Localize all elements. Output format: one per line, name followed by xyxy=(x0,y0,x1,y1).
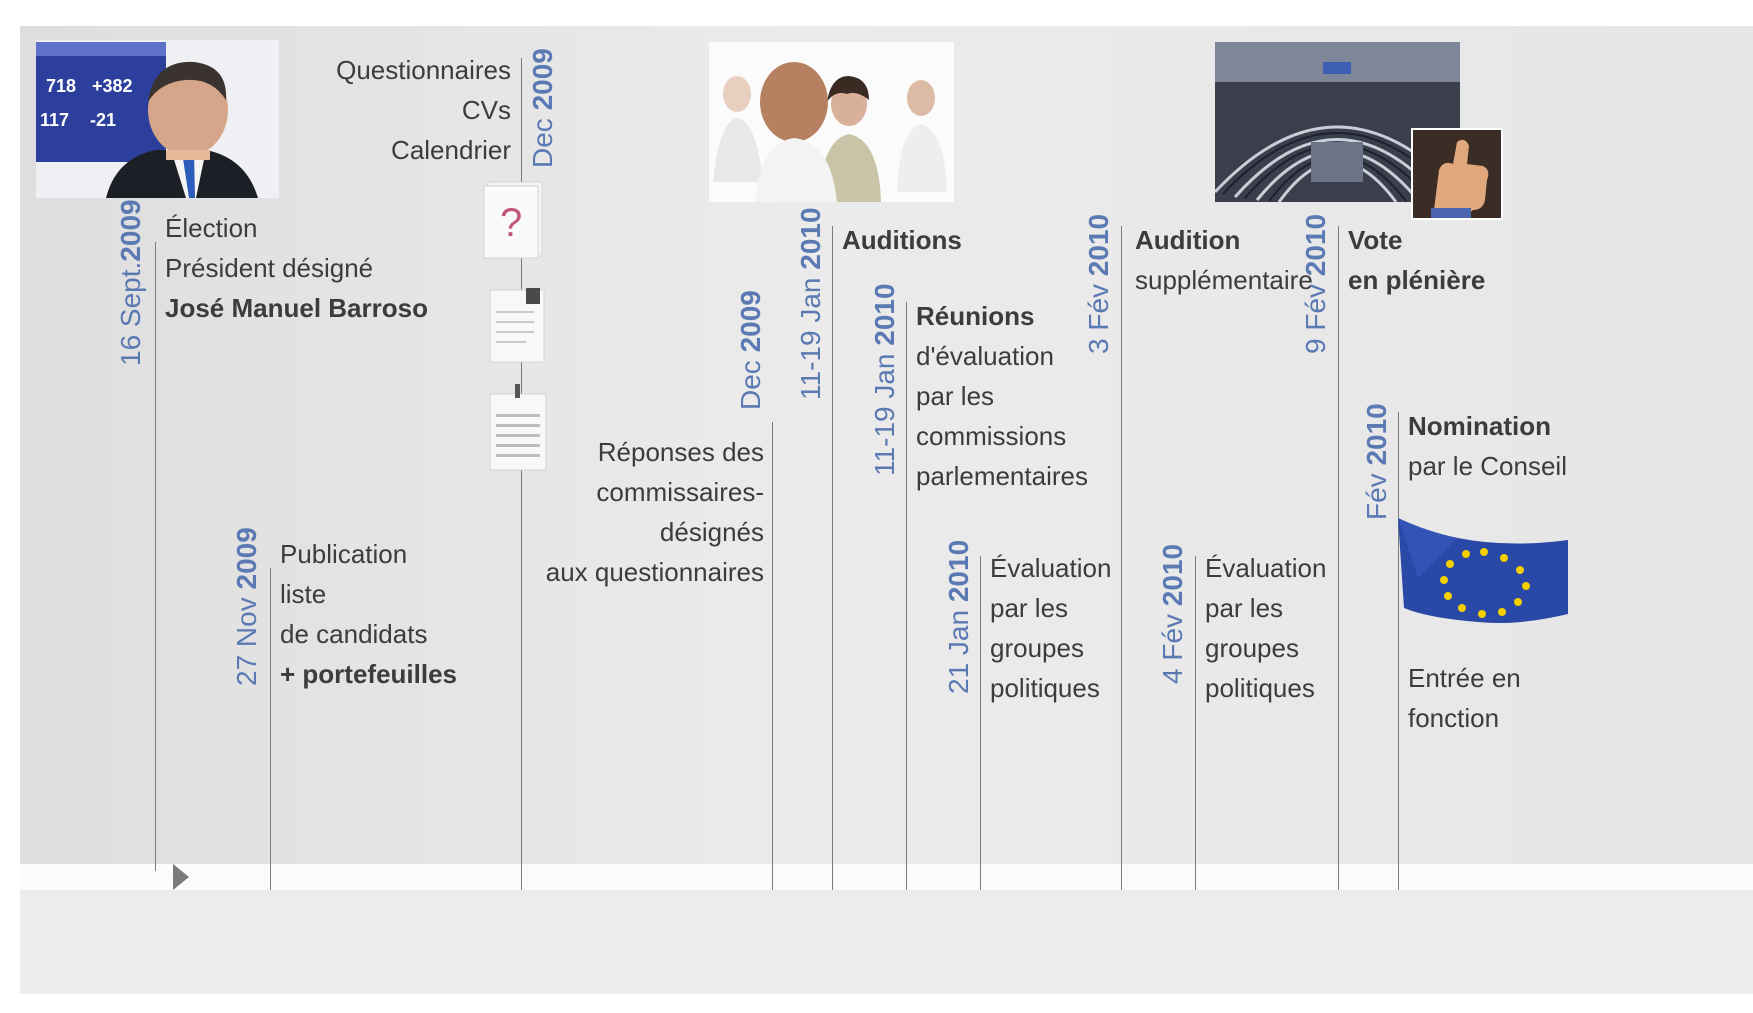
line-e6 xyxy=(906,302,907,890)
label-e4-line4: aux questionnaires xyxy=(545,557,764,587)
date-e1: 16 Sept.2009 xyxy=(115,199,146,366)
line-e3 xyxy=(521,58,522,890)
label-e5: Auditions xyxy=(842,220,962,260)
label-e6-line1: d'évaluation xyxy=(916,341,1054,371)
label-e7-line2: par les xyxy=(990,593,1069,623)
label-e10-bold: Vote xyxy=(1348,225,1403,255)
label-e4-line2: commissaires- xyxy=(596,477,764,507)
label-e7-line3: groupes xyxy=(990,633,1084,663)
date-e7: 21 Jan 2010 xyxy=(943,539,974,694)
label-e2-line1: Publication xyxy=(280,539,408,569)
timeline-lower-area xyxy=(20,890,1753,994)
line-e8 xyxy=(1121,226,1122,890)
label-e2-bold: + portefeuilles xyxy=(280,659,457,689)
date-e3: Dec 2009 xyxy=(527,48,558,168)
thumbs-up-photo xyxy=(1411,128,1503,220)
label-e12-line1: Entrée en xyxy=(1408,663,1521,693)
timeline-arrow-tail xyxy=(20,864,60,890)
label-e3-line1: Questionnaires xyxy=(336,55,511,85)
label-e11: Nomination par le Conseil xyxy=(1408,406,1567,486)
line-e11 xyxy=(1398,412,1399,890)
label-e8: Audition supplémentaire xyxy=(1135,220,1313,300)
label-e1-line2: Président désigné xyxy=(165,253,374,283)
label-e2-line3: de candidats xyxy=(280,619,428,649)
people-photo xyxy=(709,42,954,202)
label-e9: Évaluation par les groupes politiques xyxy=(1205,548,1326,708)
label-e1-bold: José Manuel Barroso xyxy=(165,293,428,323)
screen-number-2: +382 xyxy=(92,76,133,96)
calendar-icon xyxy=(486,384,550,474)
line-e10 xyxy=(1338,226,1339,890)
label-e2-line2: liste xyxy=(280,579,327,609)
line-e7 xyxy=(980,556,981,890)
label-e6: Réunions d'évaluation par les commission… xyxy=(916,296,1088,496)
barroso-photo: 718 +382 117 -21 xyxy=(36,40,279,198)
label-e3-line3: Calendrier xyxy=(391,135,511,165)
date-e11: Fév 2010 xyxy=(1361,403,1392,520)
label-e2: Publication liste de candidats + portefe… xyxy=(280,534,457,694)
date-e6: 11-19 Jan 2010 xyxy=(869,283,900,476)
questionnaire-icon: ? xyxy=(482,178,546,260)
date-e8: 3 Fév 2010 xyxy=(1083,213,1114,354)
label-e6-bold: Réunions xyxy=(916,301,1035,331)
line-e2 xyxy=(270,568,271,890)
label-e4-line1: Réponses des xyxy=(597,437,764,467)
label-e10-bold2: en plénière xyxy=(1348,265,1486,295)
label-e5-bold: Auditions xyxy=(842,225,962,255)
label-e11-bold: Nomination xyxy=(1408,411,1551,441)
label-e7-line1: Évaluation xyxy=(990,553,1112,583)
label-e3: Questionnaires CVs Calendrier xyxy=(310,50,511,170)
timeline-band xyxy=(20,864,1753,890)
date-e9: 4 Fév 2010 xyxy=(1157,543,1188,684)
label-e7-line4: politiques xyxy=(990,673,1100,703)
date-e4: Dec 2009 xyxy=(735,290,766,410)
timeline-arrow-head xyxy=(173,864,189,890)
line-e9 xyxy=(1195,556,1196,890)
screen-number-1: 718 xyxy=(46,76,76,96)
screen-number-4: -21 xyxy=(90,110,116,130)
label-e10: Vote en plénière xyxy=(1348,220,1485,300)
label-e12: Entrée en fonction xyxy=(1408,658,1521,738)
label-e6-line2: par les xyxy=(916,381,995,411)
label-e1: Élection Président désigné José Manuel B… xyxy=(165,208,428,328)
date-e5: 11-19 Jan 2010 xyxy=(795,207,826,400)
timeline-panel: 718 +382 117 -21 xyxy=(20,26,1753,994)
svg-text:?: ? xyxy=(500,201,522,245)
label-e6-line4: parlementaires xyxy=(916,461,1088,491)
label-e8-bold: Audition xyxy=(1135,225,1241,255)
label-e4-line3: désignés xyxy=(659,517,764,547)
label-e9-line4: politiques xyxy=(1205,673,1315,703)
label-e9-line3: groupes xyxy=(1205,633,1299,663)
label-e8-line1: supplémentaire xyxy=(1135,265,1313,295)
date-e10: 9 Fév 2010 xyxy=(1300,213,1331,354)
line-e5 xyxy=(832,226,833,890)
label-e4: Réponses des commissaires- désignés aux … xyxy=(540,432,764,592)
line-e1 xyxy=(155,242,156,871)
date-e2: 27 Nov 2009 xyxy=(231,527,262,686)
label-e1-line1: Élection xyxy=(165,213,258,243)
screen-number-3: 117 xyxy=(40,110,69,130)
label-e12-line2: fonction xyxy=(1408,703,1500,733)
label-e9-line1: Évaluation xyxy=(1205,553,1327,583)
label-e7: Évaluation par les groupes politiques xyxy=(990,548,1111,708)
eu-flag-image xyxy=(1398,518,1568,638)
line-e4 xyxy=(772,422,773,890)
label-e9-line2: par les xyxy=(1205,593,1284,623)
label-e3-line2: CVs xyxy=(461,95,511,125)
label-e11-line1: par le Conseil xyxy=(1408,451,1567,481)
label-e6-line3: commissions xyxy=(916,421,1067,451)
cv-document-icon xyxy=(486,284,550,366)
